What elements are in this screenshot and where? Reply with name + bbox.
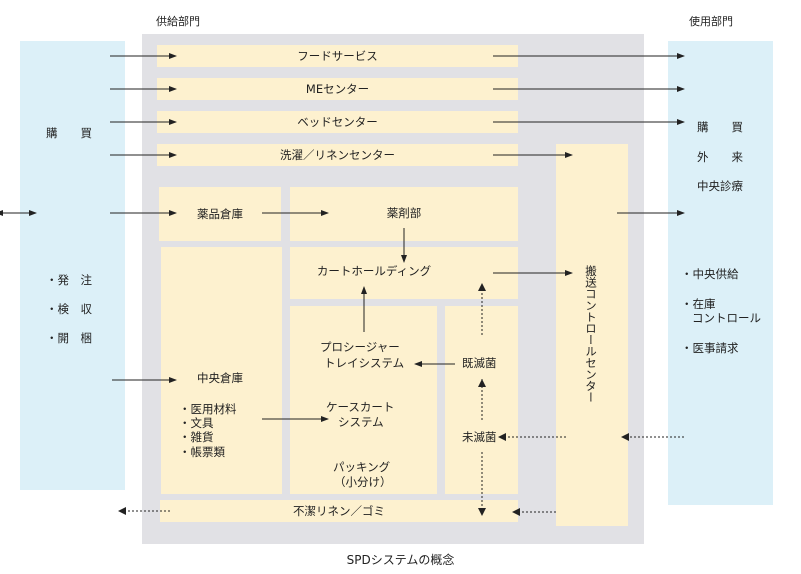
central-item-stationery: ・文具: [179, 416, 214, 430]
me-center-row: MEセンター: [157, 78, 518, 100]
laundry-center-row: 洗濯／リネンセンター: [157, 144, 518, 166]
sterilized-label: 既滅菌: [462, 356, 497, 370]
cart-holding-label: カートホールディング: [316, 263, 432, 278]
arrowhead-sterilized-to-cart: [478, 283, 486, 291]
left-item-order: ・発 注: [46, 273, 92, 287]
central-item-forms: ・帳票類: [179, 445, 225, 459]
drug-warehouse-label: 薬品倉庫: [197, 206, 243, 221]
right-item-central-clinic: 中央診療: [697, 179, 743, 193]
right-item-inventory-control: コントロール: [692, 311, 761, 325]
right-item-outpatient: 外 来: [697, 150, 743, 164]
food-service-row: フードサービス: [157, 45, 518, 67]
packing-label-2: （小分け）: [334, 475, 392, 489]
arrowhead-unsterilized-to-sterilized: [478, 379, 486, 387]
transport-control-center-label: 搬送コントロールセンター: [584, 265, 598, 403]
transport-control-center-box: [556, 144, 628, 526]
dirty-linen-label: 不潔リネン／ゴミ: [293, 503, 385, 518]
food-service-label: フードサービス: [297, 48, 378, 63]
right-item-inventory: ・在庫: [681, 297, 716, 311]
bed-center-row: ベッドセンター: [157, 111, 518, 133]
central-item-medical-materials: ・医用材料: [179, 402, 237, 416]
arrowhead-use-to-transport: [621, 433, 629, 441]
pharmacy-label: 薬剤部: [386, 205, 422, 220]
central-warehouse-label: 中央倉庫: [197, 371, 243, 385]
right-use-panel: [668, 41, 773, 505]
right-item-billing: ・医事請求: [681, 341, 739, 355]
arrowhead-dirty-to-outside: [118, 507, 126, 515]
unsterilized-label: 未滅菌: [462, 430, 497, 444]
procedure-tray-label-1: プロシージャー: [320, 340, 400, 354]
me-center-label: MEセンター: [305, 81, 370, 96]
figure-caption: SPDシステムの概念: [346, 553, 455, 567]
central-warehouse-box: [161, 247, 282, 494]
drug-warehouse-box: 薬品倉庫: [159, 187, 281, 241]
packing-label-1: パッキング: [333, 460, 391, 474]
supply-heading: 供給部門: [156, 15, 200, 28]
right-item-purchase: 購 買: [697, 120, 743, 134]
dirty-linen-row: 不潔リネン／ゴミ: [160, 500, 518, 522]
right-item-central-supply: ・中央供給: [681, 267, 739, 281]
laundry-center-label: 洗濯／リネンセンター: [280, 147, 395, 162]
left-purchase-label: 購 買: [46, 126, 92, 140]
left-purchase-panel: [20, 41, 125, 490]
arrowhead-transport-to-unsterilized: [498, 433, 506, 441]
left-item-unpack: ・開 梱: [46, 331, 92, 345]
case-cart-label-1: ケースカート: [326, 400, 395, 414]
bed-center-label: ベッドセンター: [297, 114, 378, 129]
arrowhead-unsterilized-to-dirty: [478, 508, 486, 516]
use-heading: 使用部門: [689, 15, 733, 28]
procedure-tray-label-2: トレイシステム: [324, 356, 405, 370]
arrowhead-transport-to-dirty: [512, 508, 520, 516]
left-item-inspect: ・検 収: [46, 302, 92, 316]
tray-cart-packing-box: [290, 306, 437, 494]
case-cart-label-2: システム: [338, 415, 384, 429]
central-item-sundries: ・雑貨: [179, 430, 214, 444]
